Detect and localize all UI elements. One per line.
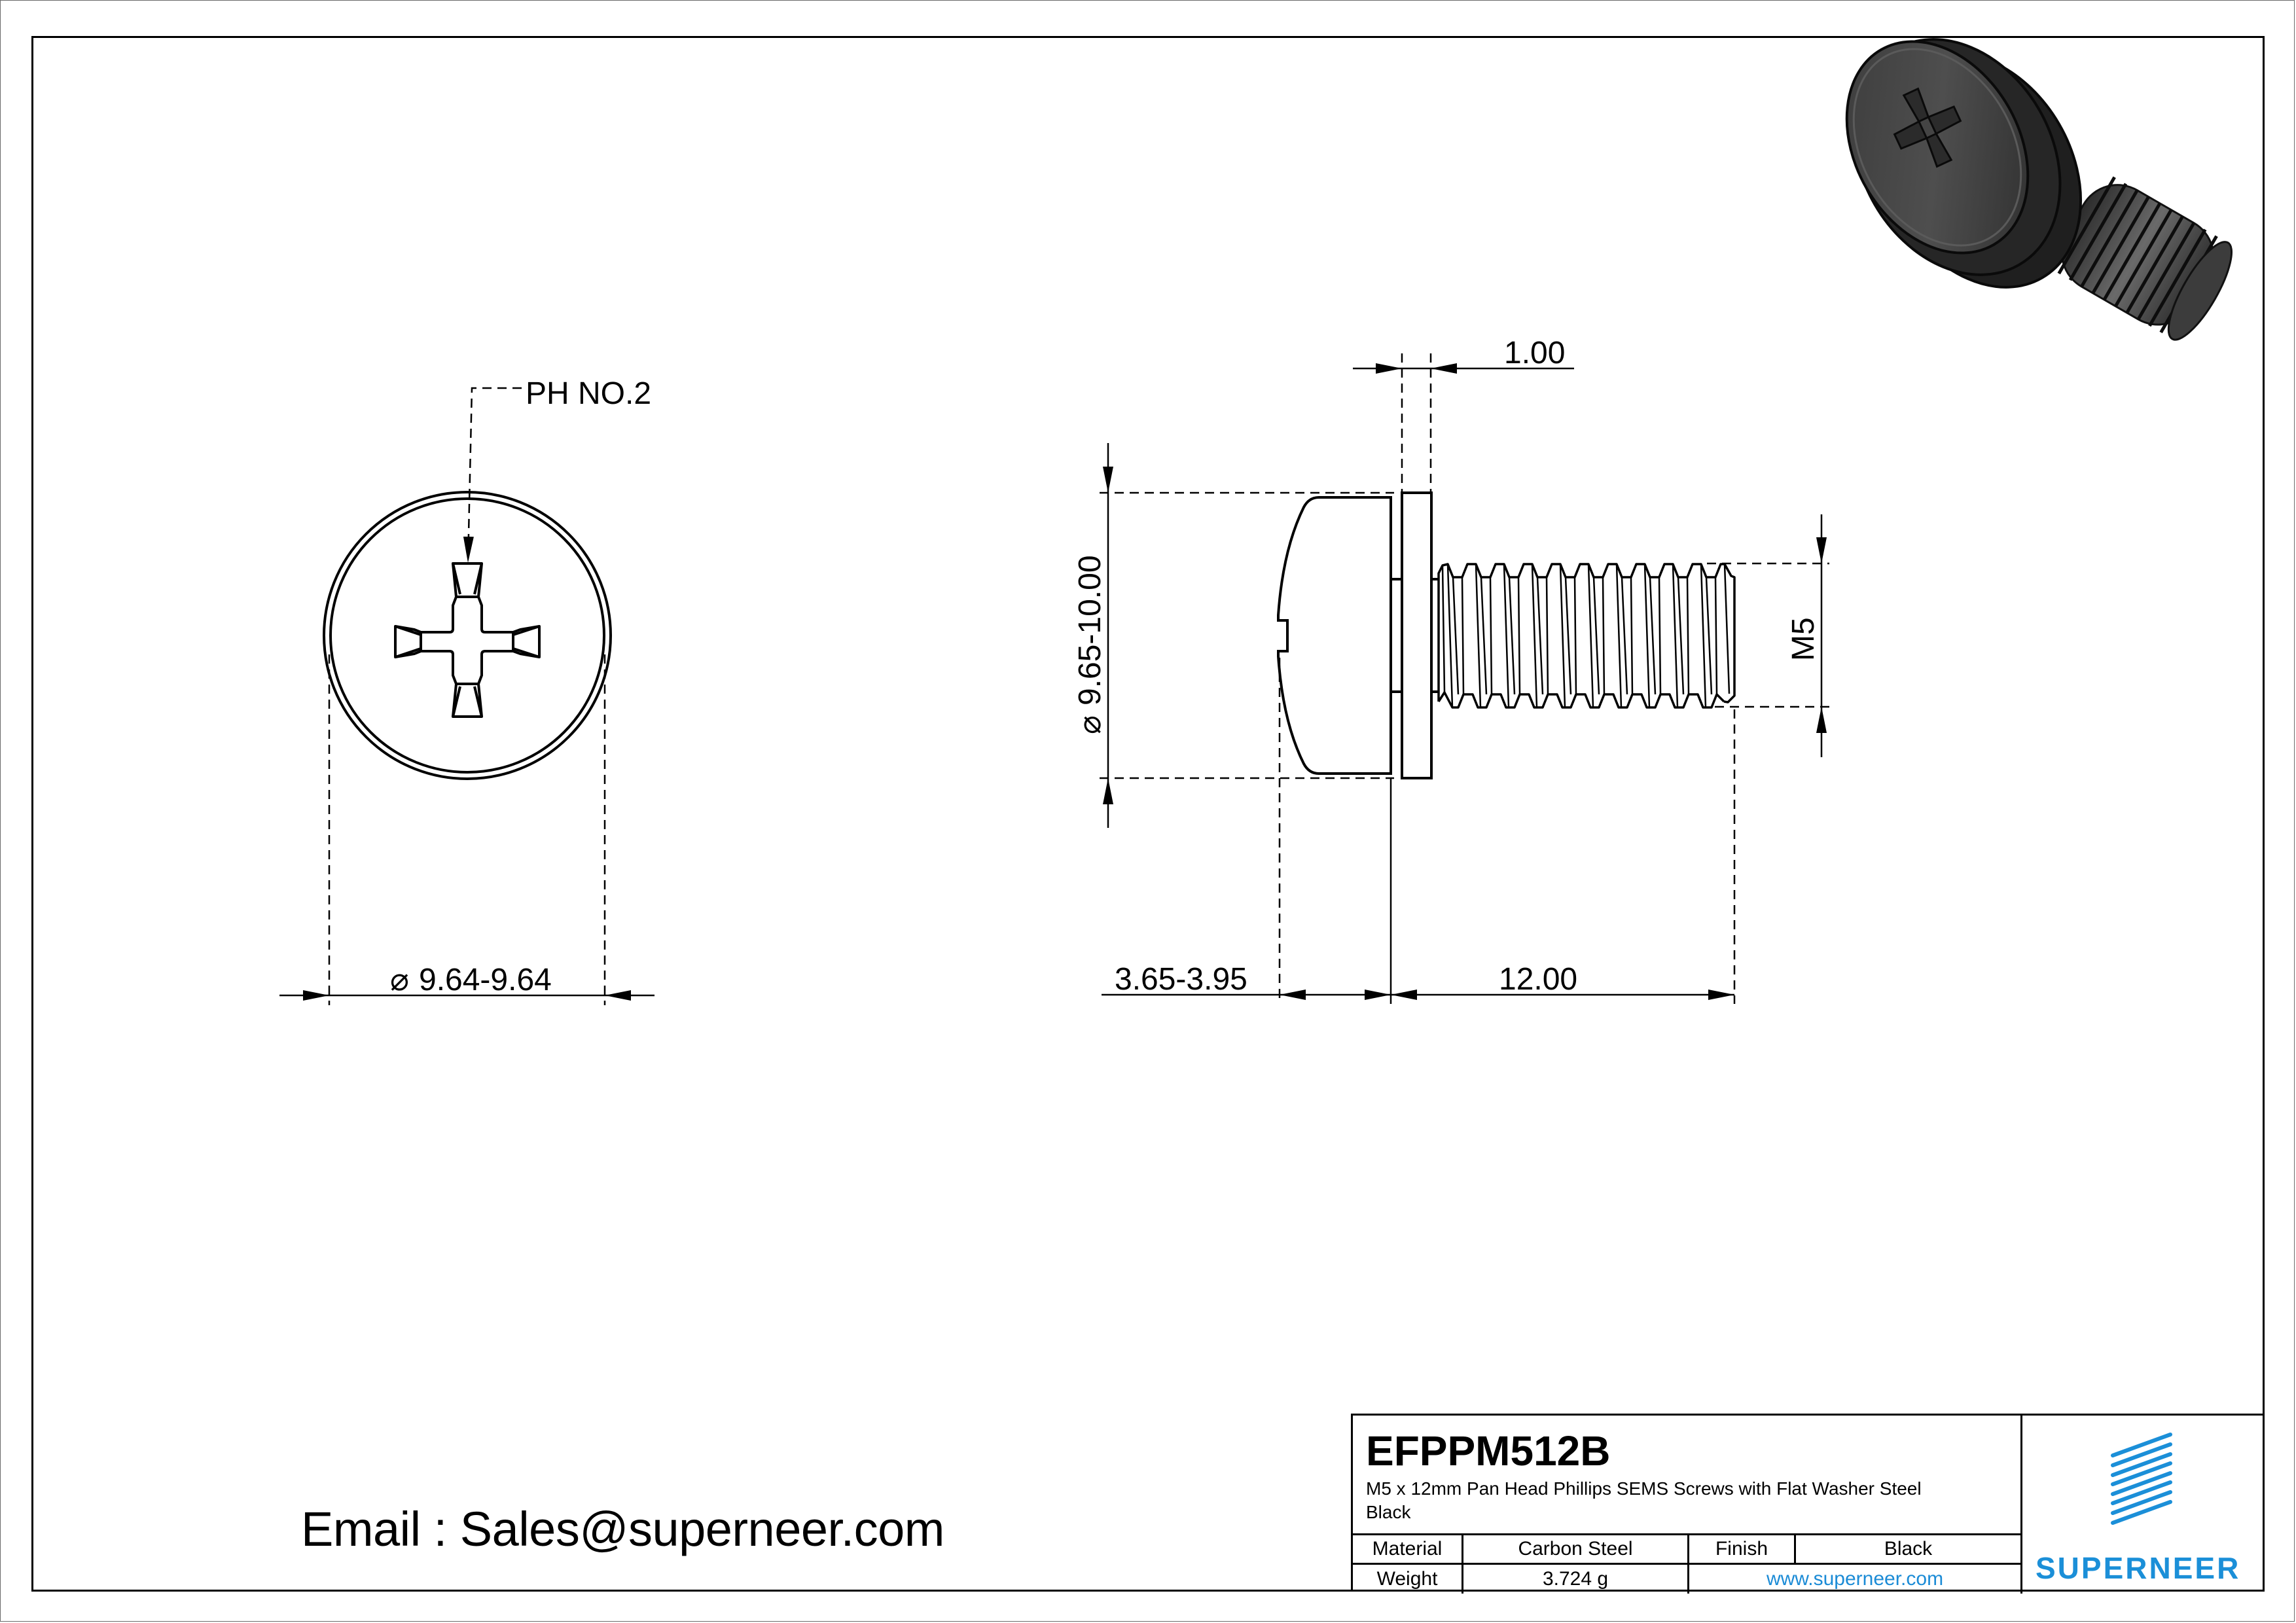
- head-diameter-symbol: ⌀: [1073, 715, 1107, 734]
- end-view-diameter-label: 9.64-9.64: [419, 963, 552, 997]
- thread-section: [1437, 563, 1736, 709]
- material-label: Material: [1372, 1538, 1443, 1560]
- part-description: M5 x 12mm Pan Head Phillips SEMS Screws …: [1366, 1478, 1922, 1522]
- title-block-info: EFPPM512B M5 x 12mm Pan Head Phillips SE…: [1353, 1416, 2022, 1594]
- brand-logo: SUPERNEER: [2022, 1416, 2265, 1594]
- title-block-row-material: Material Carbon Steel Finish Black: [1353, 1533, 2020, 1563]
- side-view: [1100, 353, 1829, 1004]
- superneer-stripes-icon: [2111, 1433, 2172, 1525]
- drawing-frame: [31, 36, 2265, 1592]
- thread-size-label: M5: [1786, 617, 1821, 661]
- finish-value: Black: [1794, 1535, 2020, 1563]
- isometric-screw-render-icon: [1845, 38, 2233, 341]
- weight-label: Weight: [1376, 1568, 1438, 1590]
- washer-thickness-label: 1.00: [1504, 336, 1565, 370]
- flat-washer: [1401, 491, 1433, 779]
- thread-flank-lines: [1441, 563, 1731, 708]
- head-height-label: 3.65-3.95: [1115, 962, 1247, 997]
- recess-callout-label: PH NO.2: [526, 376, 651, 411]
- end-view: [279, 387, 655, 1005]
- material-value: Carbon Steel: [1462, 1535, 1687, 1563]
- part-number: EFPPM512B: [1366, 1427, 1611, 1474]
- title-block: EFPPM512B M5 x 12mm Pan Head Phillips SE…: [1351, 1414, 2265, 1594]
- website-link[interactable]: www.superneer.com: [1687, 1565, 2020, 1594]
- brand-wordmark: SUPERNEER: [2036, 1551, 2241, 1585]
- finish-label: Finish: [1687, 1535, 1794, 1563]
- contact-email: Email : Sales@superneer.com: [301, 1502, 944, 1556]
- phillips-recess-icon: [394, 562, 541, 718]
- weight-value: 3.724 g: [1462, 1565, 1687, 1594]
- end-view-diameter-symbol: ⌀: [390, 963, 409, 997]
- head-diameter-label: 9.65-10.00: [1073, 555, 1107, 705]
- length-label: 12.00: [1499, 962, 1577, 997]
- title-block-row-weight: Weight 3.724 g www.superneer.com: [1353, 1563, 2020, 1594]
- pan-head-outline: [1277, 496, 1392, 775]
